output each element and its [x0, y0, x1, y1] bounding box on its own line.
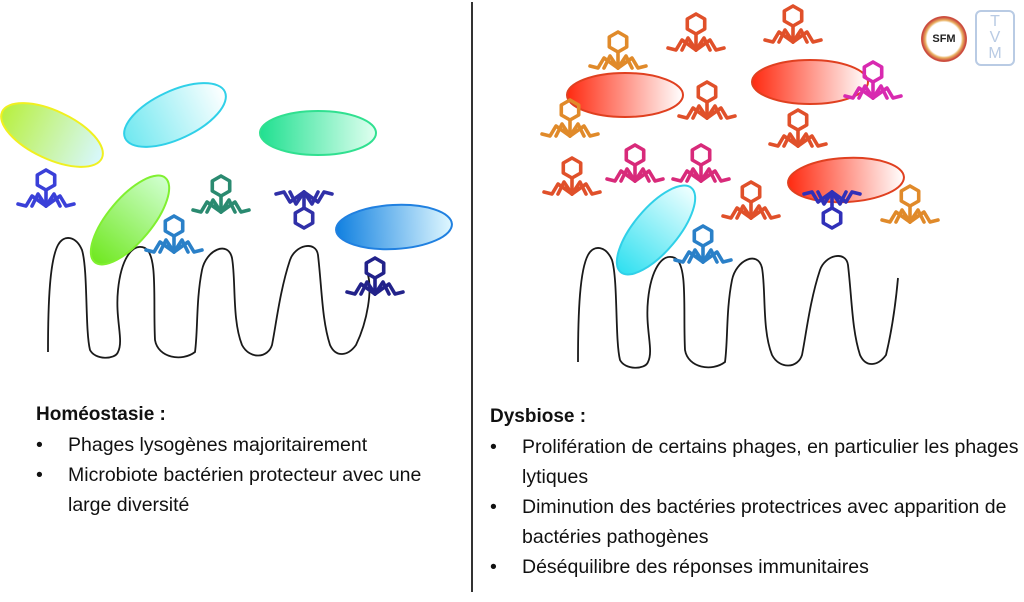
phage-tail-fibers — [768, 132, 828, 148]
phage-capsid — [782, 4, 804, 28]
pathogen-red-1 — [566, 72, 684, 118]
phage-red — [666, 12, 726, 52]
phage-capsid — [210, 174, 232, 198]
homeostasis-description: Homéostasie : Phages lysogènes majoritai… — [36, 400, 456, 520]
bullet-item: Microbiote bactérien protecteur avec une… — [36, 460, 456, 520]
tvm-letter: V — [989, 29, 1001, 46]
homeostasis-scene — [0, 82, 453, 359]
dysbiosis-heading: Dysbiose : — [490, 406, 587, 427]
phage-capsid — [293, 206, 315, 230]
phage-capsid — [35, 168, 57, 192]
pathogen-red-3 — [787, 156, 905, 204]
phage-tail-fibers — [540, 122, 600, 138]
phage-capsid — [561, 156, 583, 180]
phage-capsid — [607, 30, 629, 54]
phage-orange — [588, 30, 648, 70]
bacterium-cyan-remaining — [615, 184, 697, 276]
tvm-letter: T — [990, 13, 1000, 30]
phage-red — [763, 4, 823, 44]
bacterium-lime — [89, 174, 171, 266]
phage-tail-fibers — [802, 190, 862, 206]
bullet-item: Diminution des bactéries protectrices av… — [490, 492, 1020, 552]
phage-navy — [345, 256, 405, 296]
phage-tail-fibers — [345, 280, 405, 296]
phage-navy-inverted — [802, 190, 862, 230]
phage-capsid — [163, 214, 185, 238]
phage-tail-fibers — [144, 238, 204, 254]
bacterium-yellow-green — [0, 102, 104, 168]
phage-navy-inverted — [274, 190, 334, 230]
phage-capsid — [862, 60, 884, 84]
phage-tail-fibers — [274, 190, 334, 206]
bacterium-mint — [259, 110, 377, 156]
phage-capsid — [364, 256, 386, 280]
pathogen-red-2 — [751, 59, 869, 105]
tvm-logo: T V M — [975, 10, 1015, 66]
sfm-logo-text: SFM — [932, 33, 956, 45]
phage-tail-fibers — [763, 28, 823, 44]
phage-pink — [843, 60, 903, 100]
bullet-item: Phages lysogènes majoritairement — [36, 430, 456, 460]
phage-capsid — [899, 184, 921, 208]
phage-steel-blue — [673, 224, 733, 264]
phage-capsid — [696, 80, 718, 104]
phage-magenta — [671, 143, 731, 183]
phage-tail-fibers — [843, 84, 903, 100]
phage-tail-fibers — [191, 198, 251, 214]
sfm-logo: SFM — [921, 16, 967, 62]
phage-tail-fibers — [677, 104, 737, 120]
phage-red — [721, 180, 781, 220]
dysbiosis-description: Dysbiose : Prolifération de certains pha… — [490, 402, 1020, 582]
homeostasis-heading: Homéostasie : — [36, 404, 166, 425]
phage-red — [768, 108, 828, 148]
phage-capsid — [821, 206, 843, 230]
phage-tail-fibers — [16, 192, 76, 208]
phage-capsid — [685, 12, 707, 36]
phage-capsid — [690, 143, 712, 167]
phage-tail-fibers — [880, 208, 940, 224]
phage-blue — [16, 168, 76, 208]
phage-tail-fibers — [673, 248, 733, 264]
homeostasis-bullets: Phages lysogènes majoritairement Microbi… — [36, 430, 456, 520]
phage-tail-fibers — [666, 36, 726, 52]
phage-tail-fibers — [721, 204, 781, 220]
phage-capsid — [692, 224, 714, 248]
tvm-letter: M — [988, 45, 1002, 62]
phage-capsid — [624, 143, 646, 167]
phage-teal — [191, 174, 251, 214]
phage-capsid — [740, 180, 762, 204]
bacterium-blue — [335, 203, 453, 251]
phage-tail-fibers — [542, 180, 602, 196]
phage-tail-fibers — [671, 167, 731, 183]
phage-tail-fibers — [605, 167, 665, 183]
phage-steel-blue — [144, 214, 204, 254]
bacterium-cyan — [123, 82, 227, 148]
phage-capsid — [787, 108, 809, 132]
phage-magenta — [605, 143, 665, 183]
phage-red — [677, 80, 737, 120]
bullet-item: Prolifération de certains phages, en par… — [490, 432, 1020, 492]
bullet-item: Déséquilibre des réponses immunitaires — [490, 552, 1020, 582]
dysbiosis-bullets: Prolifération de certains phages, en par… — [490, 432, 1020, 582]
phage-orange — [880, 184, 940, 224]
intestinal-villi-outline — [47, 237, 371, 359]
panel-divider — [471, 2, 473, 592]
intestinal-villi-outline — [577, 247, 899, 369]
dysbiosis-scene — [540, 4, 940, 369]
phage-tail-fibers — [588, 54, 648, 70]
phage-orange — [540, 98, 600, 138]
phage-red — [542, 156, 602, 196]
